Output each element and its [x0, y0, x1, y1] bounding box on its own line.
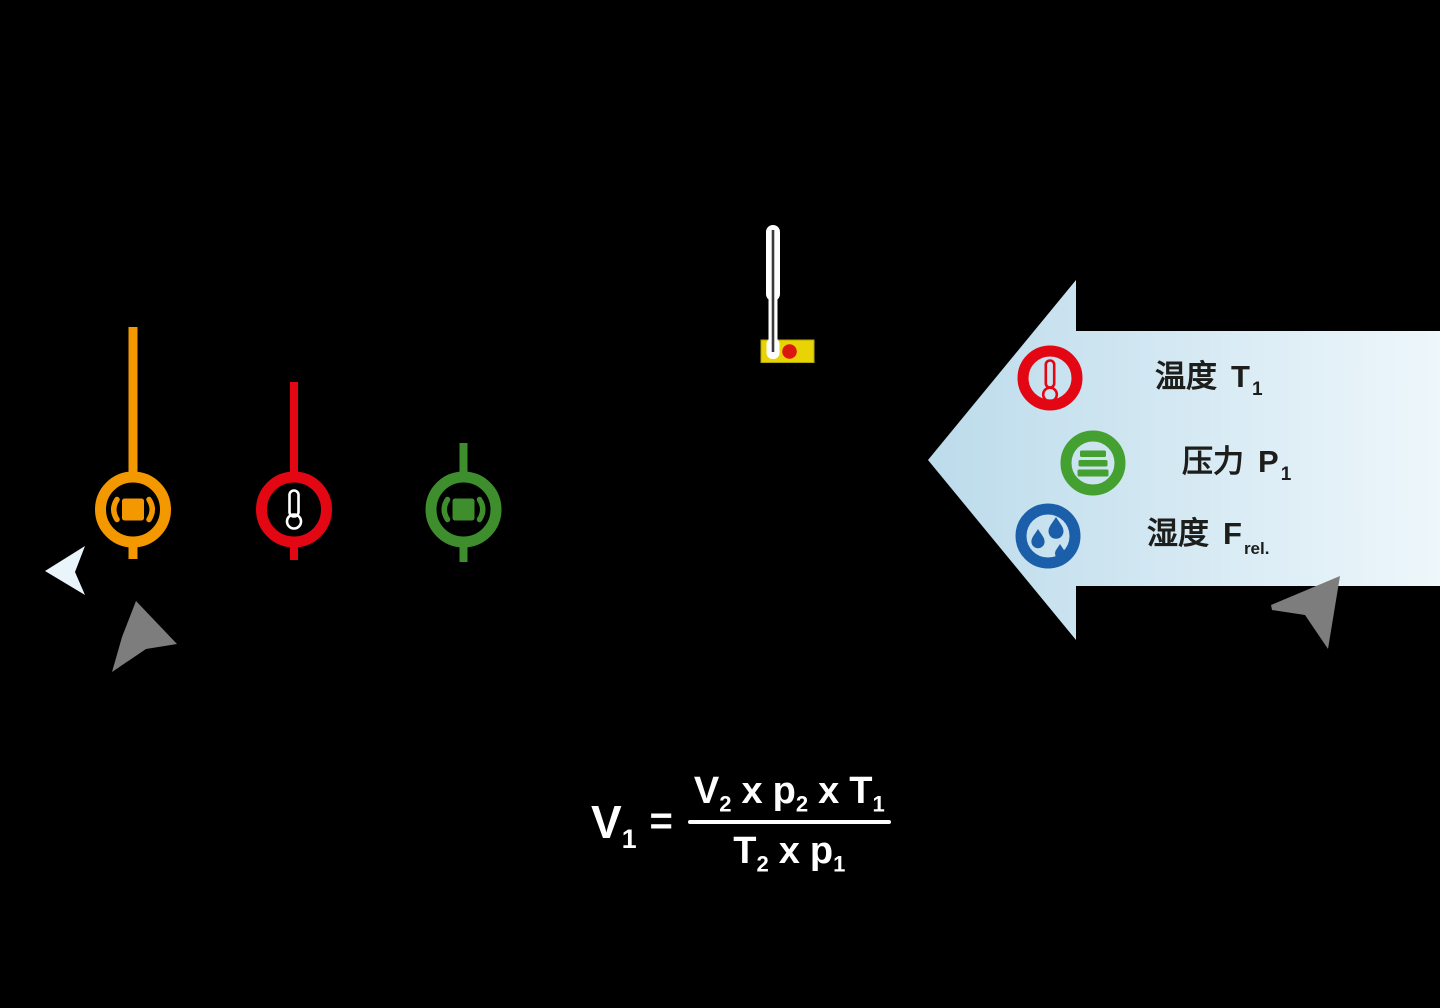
formula-denominator: T2 x p1 — [733, 829, 846, 877]
formula-equals: = — [649, 799, 673, 844]
formula-fraction: V2 x p2 x T1 T2 x p1 — [687, 770, 891, 877]
formula-numerator: V2 x p2 x T1 — [693, 770, 885, 817]
flow-arrow-shape — [928, 280, 1440, 640]
label-temperature-symbol: T — [1231, 359, 1250, 394]
probe-orange-flow-icon — [95, 327, 171, 559]
gray-dart-right-icon — [1271, 576, 1340, 649]
formula-lhs: V1 — [591, 795, 637, 855]
thermometer-icon — [1017, 345, 1083, 411]
fraction-bar — [687, 819, 891, 824]
light-dart-icon — [45, 546, 85, 595]
label-temperature-zh: 温度 — [1155, 359, 1217, 394]
label-pressure-symbol: P — [1258, 444, 1279, 479]
probe-red-temperature-icon — [256, 382, 332, 560]
label-humidity-sub: rel. — [1243, 539, 1270, 558]
label-pressure-sub: 1 — [1280, 464, 1292, 485]
humidity-icon — [1015, 503, 1081, 569]
flow-arrow — [928, 280, 1440, 640]
pressure-icon — [1060, 430, 1126, 496]
label-pressure-zh: 压力 — [1182, 444, 1244, 479]
gray-dart-left-icon — [112, 601, 177, 672]
probe-green-duct-icon — [425, 443, 502, 562]
label-humidity-symbol: F — [1223, 516, 1242, 551]
label-temperature-sub: 1 — [1251, 379, 1263, 400]
label-humidity-zh: 湿度 — [1147, 516, 1209, 551]
needle-probe-icon — [760, 225, 815, 363]
formula: V1 = V2 x p2 x T1 T2 x p1 — [591, 770, 891, 877]
